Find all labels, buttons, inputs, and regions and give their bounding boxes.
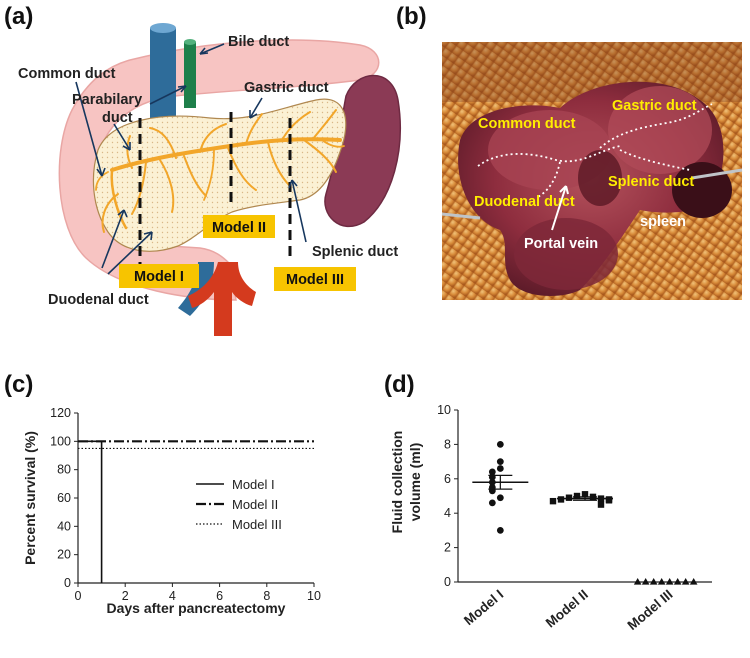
d-data-point [665,578,674,585]
svg-text:Model III: Model III [286,272,344,288]
d-y-tick-label: 2 [444,541,451,555]
d-data-point [557,496,565,503]
photo-gastric-duct-label: Gastric duct [612,98,697,114]
svg-text:Model II: Model II [212,220,266,236]
panel-d: (d) Fluid collection volume (ml) 0 2 4 6 8 10… [384,371,712,633]
c-x-tick-label: 10 [307,589,321,603]
c-y-tick-label: 120 [50,406,71,420]
panel-d-label: (d) [384,371,415,398]
panel-c-label: (c) [4,371,33,398]
d-data-point [488,468,496,476]
c-x-tick-label: 2 [122,589,129,603]
parabilary-label-line2: duct [102,110,133,126]
svg-text:Model I: Model I [134,269,184,285]
d-data-point [649,578,658,585]
surgical-photo: Common duct Gastric duct Splenic duct Du… [441,42,743,300]
c-x-tick-label: 0 [75,589,82,603]
d-x-category-label: Model I [461,587,506,628]
splenic-duct-label: Splenic duct [312,244,398,260]
gastric-duct-label: Gastric duct [244,80,329,96]
d-y-tick-label: 0 [444,575,451,589]
photo-common-duct-label: Common duct [478,116,576,132]
c-x-tick-label: 6 [216,589,223,603]
c-y-tick-label: 80 [57,463,71,477]
d-data-point [496,441,504,448]
c-legend: Model I Model II Model III [196,477,282,532]
d-data-point [496,465,504,472]
c-legend-label: Model III [232,517,282,532]
portal-vein-icon [150,28,176,130]
c-y-tick-label: 100 [50,434,71,448]
bile-duct-label: Bile duct [228,34,289,50]
d-data-point [681,578,690,585]
c-y-tick-label: 20 [57,548,71,562]
panel-a-label: (a) [4,3,33,30]
d-data-point [496,527,504,534]
d-data-point [657,578,666,585]
c-axes: 0 20 40 60 80 100 120 0 2 4 6 8 10 [50,406,321,603]
d-y-axis-title-line2: volume (ml) [407,443,423,522]
d-data-point [549,497,557,505]
annotation-arrows [75,43,307,275]
d-y-tick-label: 10 [437,403,451,417]
c-series-line [78,440,103,583]
d-points [472,441,698,585]
d-data-point [496,494,504,502]
c-x-tick-label: 8 [263,589,270,603]
d-y-tick-label: 4 [444,506,451,520]
model-2-box: Model II [203,215,275,238]
c-y-tick-label: 0 [64,576,71,590]
c-x-tick-label: 4 [169,589,176,603]
d-x-category-label: Model III [625,587,676,633]
photo-splenic-duct-label: Splenic duct [608,174,694,190]
c-y-tick-label: 60 [57,491,71,505]
d-data-point [641,578,650,585]
d-data-point [488,499,496,507]
panel-c: (c) Percent survival (%) Days after panc… [4,371,321,616]
parabilary-label-line1: Parabilary [72,92,142,108]
d-data-point [565,494,573,501]
d-data-point [673,578,682,585]
d-x-category-label: Model II [543,587,591,631]
c-legend-label: Model II [232,497,278,512]
panel-b: (b) Common duct Gastric duct [396,3,743,300]
c-series [78,440,314,583]
d-y-axis-title-line1: Fluid collection [389,431,405,534]
d-data-point [573,492,581,500]
vessels [150,23,256,336]
d-data-point [496,458,504,465]
photo-spleen-label: spleen [640,214,686,230]
common-duct-label: Common duct [18,66,116,82]
duodenal-duct-label: Duodenal duct [48,292,149,308]
panel-b-label: (b) [396,3,427,30]
d-data-point [488,487,496,495]
artery-icon [188,262,256,336]
d-data-point [605,497,613,504]
photo-duodenal-duct-label: Duodenal duct [474,194,575,210]
d-data-point [581,491,589,498]
d-y-tick-label: 6 [444,472,451,486]
photo-portal-vein-label: Portal vein [524,236,598,252]
d-data-point [633,578,642,585]
c-x-axis-title: Days after pancreatectomy [107,600,286,616]
bile-duct-vessel-icon [184,42,196,108]
model-3-box: Model III [274,267,356,291]
c-y-axis-title: Percent survival (%) [22,431,38,565]
model-1-box: Model I [119,264,199,288]
d-data-point [597,501,605,508]
panel-a: (a) [4,3,401,336]
d-y-tick-label: 8 [444,437,451,451]
d-data-point [689,578,698,585]
c-y-tick-label: 40 [57,519,71,533]
c-legend-label: Model I [232,477,275,492]
